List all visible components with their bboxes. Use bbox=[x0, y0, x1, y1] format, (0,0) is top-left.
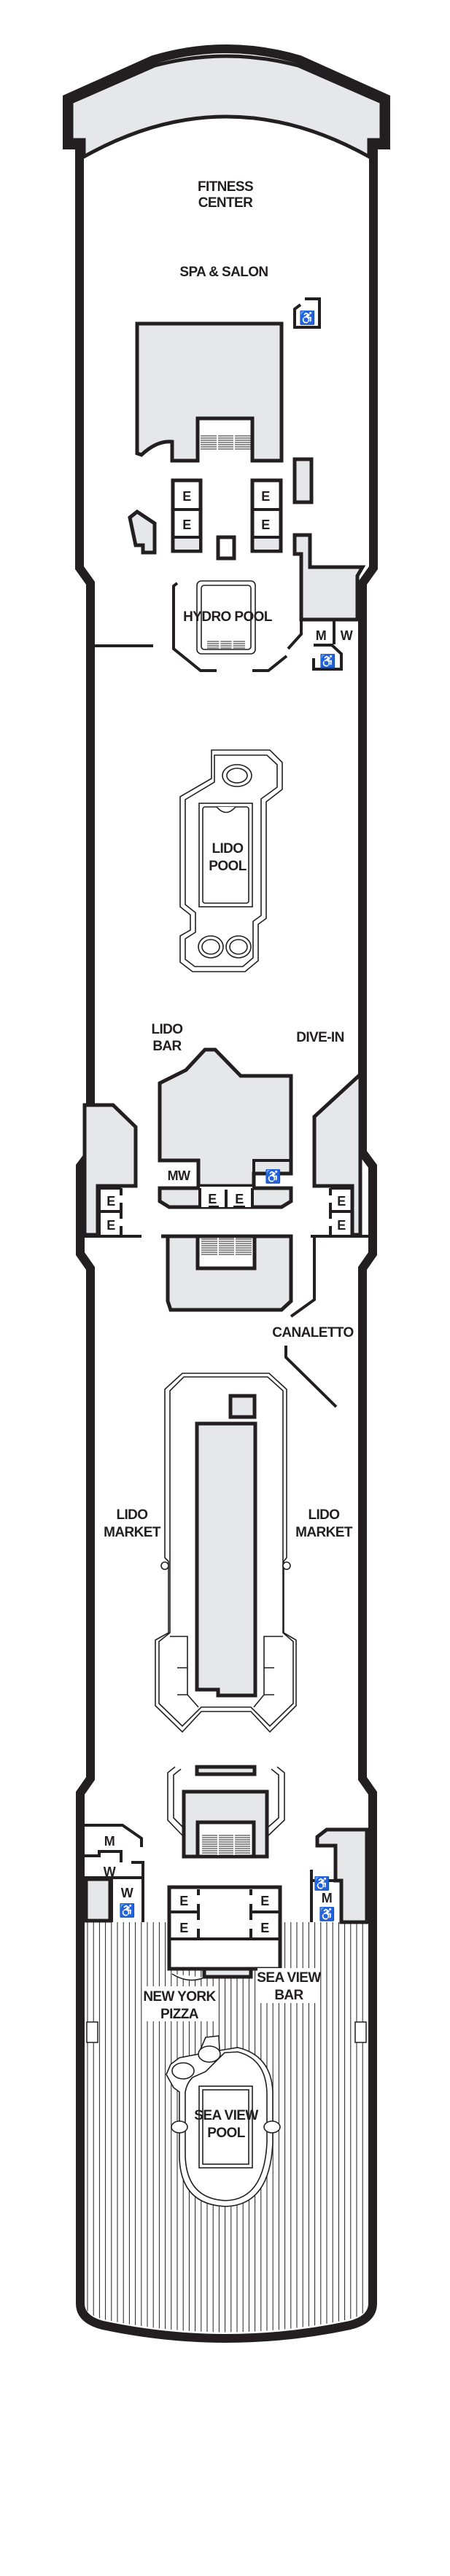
lido-market-counter bbox=[155, 1373, 297, 1733]
label-background bbox=[146, 1986, 216, 2021]
stairs-icon bbox=[86, 2021, 98, 2043]
elevator-label: E bbox=[179, 1921, 188, 1935]
stairs-icon bbox=[202, 1834, 250, 1855]
stairs-icon bbox=[354, 2021, 367, 2043]
women-restroom: W bbox=[341, 628, 353, 643]
elevators-right: E E bbox=[329, 1187, 354, 1235]
elevator-label: E bbox=[106, 1194, 115, 1209]
label-fitness-center: FITNESS bbox=[198, 179, 253, 195]
stairs-icon bbox=[201, 434, 251, 450]
restroom-block-grey bbox=[292, 533, 366, 622]
label-new-york-pizza: PIZZA bbox=[160, 2007, 199, 2022]
men-women-restroom: MW bbox=[168, 1168, 190, 1183]
elevator-label: E bbox=[337, 1218, 346, 1233]
elevator-label: E bbox=[337, 1194, 346, 1209]
stair-block-midship bbox=[161, 1234, 293, 1312]
elevator-label: E bbox=[260, 1894, 269, 1908]
label-lido-pool: POOL bbox=[209, 859, 247, 874]
wheelchair-icon: ♿ bbox=[299, 310, 315, 325]
elevators-left: E E bbox=[98, 1187, 123, 1235]
elevator-label: E bbox=[179, 1894, 188, 1908]
label-sea-view-bar: SEA VIEW bbox=[257, 1970, 321, 1986]
service-room bbox=[292, 457, 314, 504]
bow-band bbox=[69, 54, 384, 160]
elevator-bank-left: E E bbox=[171, 478, 203, 553]
hydro-pool: HYDRO POOL bbox=[172, 580, 288, 672]
elevator-label: E bbox=[235, 1192, 244, 1206]
wheelchair-icon: ♿ bbox=[265, 1168, 281, 1184]
elevator-label: E bbox=[208, 1192, 217, 1206]
column bbox=[216, 535, 236, 561]
stairs-icon bbox=[201, 1238, 252, 1255]
label-sea-view-pool: POOL bbox=[207, 2126, 245, 2141]
label-background bbox=[257, 1968, 320, 2003]
women-restroom: W bbox=[104, 1865, 116, 1879]
restrooms-aft-left: M W W ♿ bbox=[84, 1824, 144, 1923]
spa-block bbox=[135, 321, 284, 463]
hull-outline bbox=[63, 44, 390, 2343]
elevator-label: E bbox=[261, 518, 270, 532]
elevator-label: E bbox=[260, 1921, 269, 1935]
label-sea-view-bar: BAR bbox=[274, 1988, 303, 2003]
lido-bar-block bbox=[158, 1047, 293, 1188]
label-dive-in: DIVE-IN bbox=[296, 1030, 344, 1045]
aft-stair-block bbox=[167, 1765, 285, 1859]
label-lido-market-left: MARKET bbox=[104, 1525, 161, 1540]
label-lido-bar: LIDO bbox=[152, 1022, 183, 1037]
canaletto-wall bbox=[290, 1236, 316, 1318]
planter bbox=[128, 509, 157, 555]
stairs-icon bbox=[207, 640, 245, 649]
women-restroom: W bbox=[121, 1886, 133, 1900]
label-canaletto: CANALETTO bbox=[272, 1325, 353, 1340]
elevator-bank-aft: E E E E bbox=[167, 1885, 282, 1981]
lido-bar-restrooms: MW ♿ E E bbox=[158, 1159, 293, 1209]
lido-pool: LIDO POOL bbox=[179, 749, 283, 972]
label-lido-pool: LIDO bbox=[212, 841, 244, 856]
label-lido-market-right: MARKET bbox=[295, 1525, 353, 1540]
restroom-block-forward: M W ♿ bbox=[287, 618, 357, 671]
wheelchair-icon: ♿ bbox=[314, 1876, 330, 1891]
side-block-left bbox=[82, 1103, 138, 1237]
accessible-restroom: ♿ bbox=[293, 297, 321, 329]
label-lido-market-right: LIDO bbox=[309, 1507, 340, 1523]
elevator-label: E bbox=[106, 1218, 115, 1233]
label-hydro-pool: HYDRO POOL bbox=[183, 609, 273, 625]
men-restroom: M bbox=[104, 1834, 115, 1849]
label-lido-bar: BAR bbox=[152, 1039, 182, 1054]
label-sea-view-pool: SEA VIEW bbox=[194, 2108, 258, 2123]
sea-view-pool: SEA VIEW POOL bbox=[166, 2035, 281, 2207]
elevator-bank-right: E E bbox=[250, 478, 283, 553]
label-lido-market-left: LIDO bbox=[117, 1507, 148, 1523]
wheelchair-icon: ♿ bbox=[119, 1902, 135, 1918]
label-new-york-pizza: NEW YORK bbox=[143, 1989, 216, 2005]
label-spa-salon: SPA & SALON bbox=[179, 265, 268, 280]
elevator-label: E bbox=[261, 489, 270, 504]
elevator-label: E bbox=[182, 489, 191, 504]
canaletto-wall bbox=[284, 1346, 338, 1408]
restrooms-aft-right: ♿ M ♿ bbox=[310, 1827, 369, 1924]
elevator-label: E bbox=[182, 518, 191, 532]
men-restroom: M bbox=[316, 628, 326, 643]
wheelchair-icon: ♿ bbox=[319, 653, 335, 668]
label-fitness-center: CENTER bbox=[198, 195, 253, 211]
men-restroom: M bbox=[322, 1891, 332, 1905]
wheelchair-icon: ♿ bbox=[319, 1906, 335, 1921]
